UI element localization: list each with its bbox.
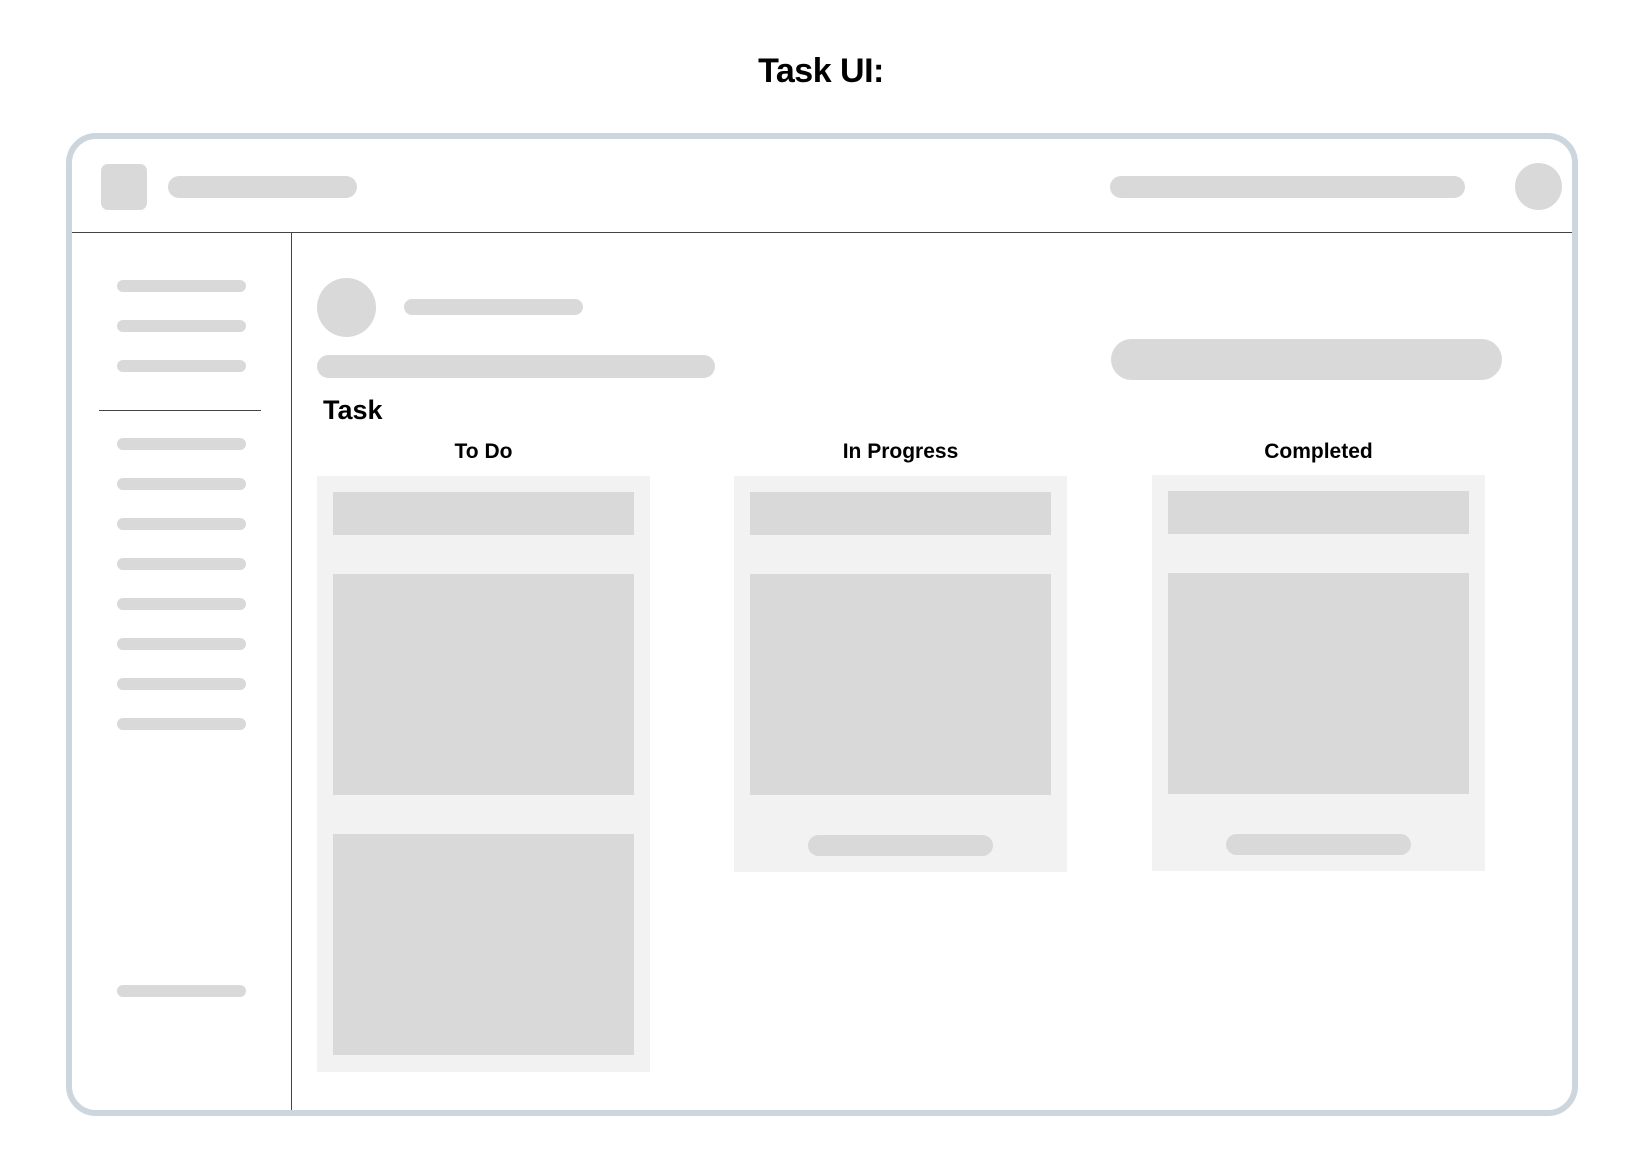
sidebar: [72, 232, 292, 1110]
task-card-header[interactable]: [1168, 491, 1469, 534]
sidebar-footer-item[interactable]: [117, 985, 246, 997]
sidebar-divider: [99, 410, 261, 411]
column-completed: [1152, 475, 1485, 871]
task-card-header[interactable]: [333, 492, 634, 535]
search-input[interactable]: [1110, 176, 1465, 198]
sidebar-item[interactable]: [117, 638, 246, 650]
sidebar-item[interactable]: [117, 280, 246, 292]
column-title-todo: To Do: [454, 440, 513, 463]
sidebar-item[interactable]: [117, 678, 246, 690]
task-card[interactable]: [333, 834, 634, 1055]
app-window: Task To Do In Progress Completed: [66, 133, 1578, 1116]
sidebar-item[interactable]: [117, 360, 246, 372]
sidebar-item[interactable]: [117, 598, 246, 610]
task-card[interactable]: [1168, 573, 1469, 794]
app-logo-icon[interactable]: [101, 164, 147, 210]
task-card[interactable]: [750, 574, 1051, 795]
section-title: Task: [323, 395, 383, 425]
page-title: Task UI:: [758, 52, 884, 90]
task-card-header[interactable]: [750, 492, 1051, 535]
main-content: Task To Do In Progress Completed: [293, 232, 1572, 1110]
column-action-button[interactable]: [1226, 834, 1411, 855]
sidebar-item[interactable]: [117, 438, 246, 450]
column-in-progress: [734, 476, 1067, 872]
column-todo: [317, 476, 650, 1072]
sidebar-item[interactable]: [117, 558, 246, 570]
profile-name-placeholder: [404, 299, 583, 315]
app-name-placeholder: [168, 176, 357, 198]
profile-avatar-icon: [317, 278, 376, 337]
sidebar-item[interactable]: [117, 518, 246, 530]
action-button[interactable]: [1111, 339, 1502, 380]
column-title-completed: Completed: [1264, 440, 1373, 463]
sidebar-item[interactable]: [117, 718, 246, 730]
sidebar-item[interactable]: [117, 320, 246, 332]
task-card[interactable]: [333, 574, 634, 795]
user-avatar-icon[interactable]: [1515, 163, 1562, 210]
sidebar-item[interactable]: [117, 478, 246, 490]
column-action-button[interactable]: [808, 835, 993, 856]
column-title-in-progress: In Progress: [842, 440, 959, 463]
subtitle-placeholder: [317, 355, 715, 378]
top-bar: [72, 139, 1572, 233]
